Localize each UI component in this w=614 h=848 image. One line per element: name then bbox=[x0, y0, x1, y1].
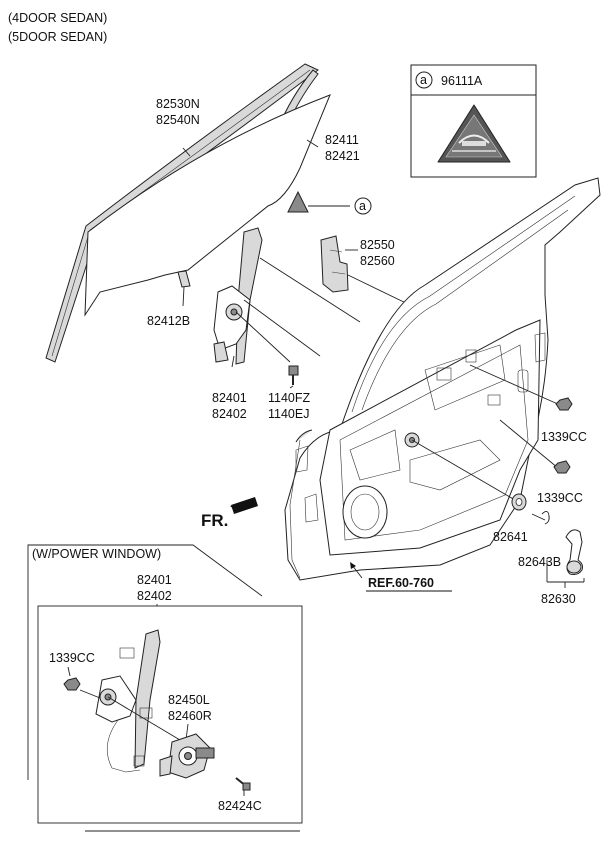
label-82550: 82550 bbox=[360, 238, 395, 252]
legend-part-number: 96111A bbox=[441, 74, 483, 88]
front-indicator: FR. bbox=[201, 511, 228, 530]
clip-shape bbox=[541, 511, 550, 525]
window-handle-shape bbox=[565, 529, 583, 575]
label-1140fz: 1140FZ bbox=[268, 391, 311, 405]
label-82411: 82411 bbox=[325, 133, 359, 147]
pw-screw-shape bbox=[235, 777, 251, 791]
pw-label-1339cc: 1339CC bbox=[49, 651, 95, 665]
weatherstrip bbox=[320, 235, 349, 293]
pw-label-82424c: 82424C bbox=[218, 799, 262, 813]
power-window-section bbox=[27, 544, 303, 832]
washer-shape bbox=[511, 493, 527, 511]
power-window-regulator bbox=[79, 629, 181, 773]
pw-label-82401: 82401 bbox=[137, 573, 172, 587]
pw-nut-shape bbox=[63, 677, 81, 691]
label-82412b: 82412B bbox=[147, 314, 190, 328]
label-1339cc-upper: 1339CC bbox=[541, 430, 587, 444]
label-1140ej: 1140EJ bbox=[268, 407, 309, 421]
legend-marker-circle bbox=[415, 71, 433, 89]
label-82641: 82641 bbox=[493, 530, 528, 544]
label-82401: 82401 bbox=[212, 391, 247, 405]
door-panel bbox=[284, 177, 601, 581]
label-82421: 82421 bbox=[325, 149, 360, 163]
bolt-part bbox=[288, 365, 299, 385]
security-label-icon bbox=[437, 104, 511, 163]
legend-marker: a bbox=[420, 73, 427, 87]
pw-label-82450l: 82450L bbox=[168, 693, 210, 707]
manual-window-regulator bbox=[213, 227, 291, 365]
label-82630: 82630 bbox=[541, 592, 576, 606]
power-window-title: (W/POWER WINDOW) bbox=[32, 547, 161, 561]
label-82540n: 82540N bbox=[156, 113, 200, 127]
ref-label: REF.60-760 bbox=[368, 576, 434, 590]
label-1339cc-lower: 1339CC bbox=[537, 491, 583, 505]
nut-lower-shape bbox=[553, 460, 571, 474]
door-glass bbox=[84, 94, 331, 317]
header-5door: (5DOOR SEDAN) bbox=[8, 30, 107, 44]
callout-marker-circle bbox=[354, 197, 372, 215]
header-4door: (4DOOR SEDAN) bbox=[8, 11, 107, 25]
glass-label-mark bbox=[287, 190, 309, 213]
callout-marker: a bbox=[359, 199, 366, 213]
pw-label-82460r: 82460R bbox=[168, 709, 212, 723]
legend-box: a 96111A bbox=[410, 64, 537, 178]
pw-label-82402: 82402 bbox=[137, 589, 172, 603]
label-82643b: 82643B bbox=[518, 555, 561, 569]
label-82402: 82402 bbox=[212, 407, 247, 421]
glass-stopper-shape bbox=[177, 270, 191, 288]
label-82560: 82560 bbox=[360, 254, 395, 268]
label-82530n: 82530N bbox=[156, 97, 200, 111]
nut-upper-shape bbox=[555, 397, 573, 411]
front-arrow-icon bbox=[230, 497, 258, 514]
power-window-motor bbox=[159, 733, 215, 779]
